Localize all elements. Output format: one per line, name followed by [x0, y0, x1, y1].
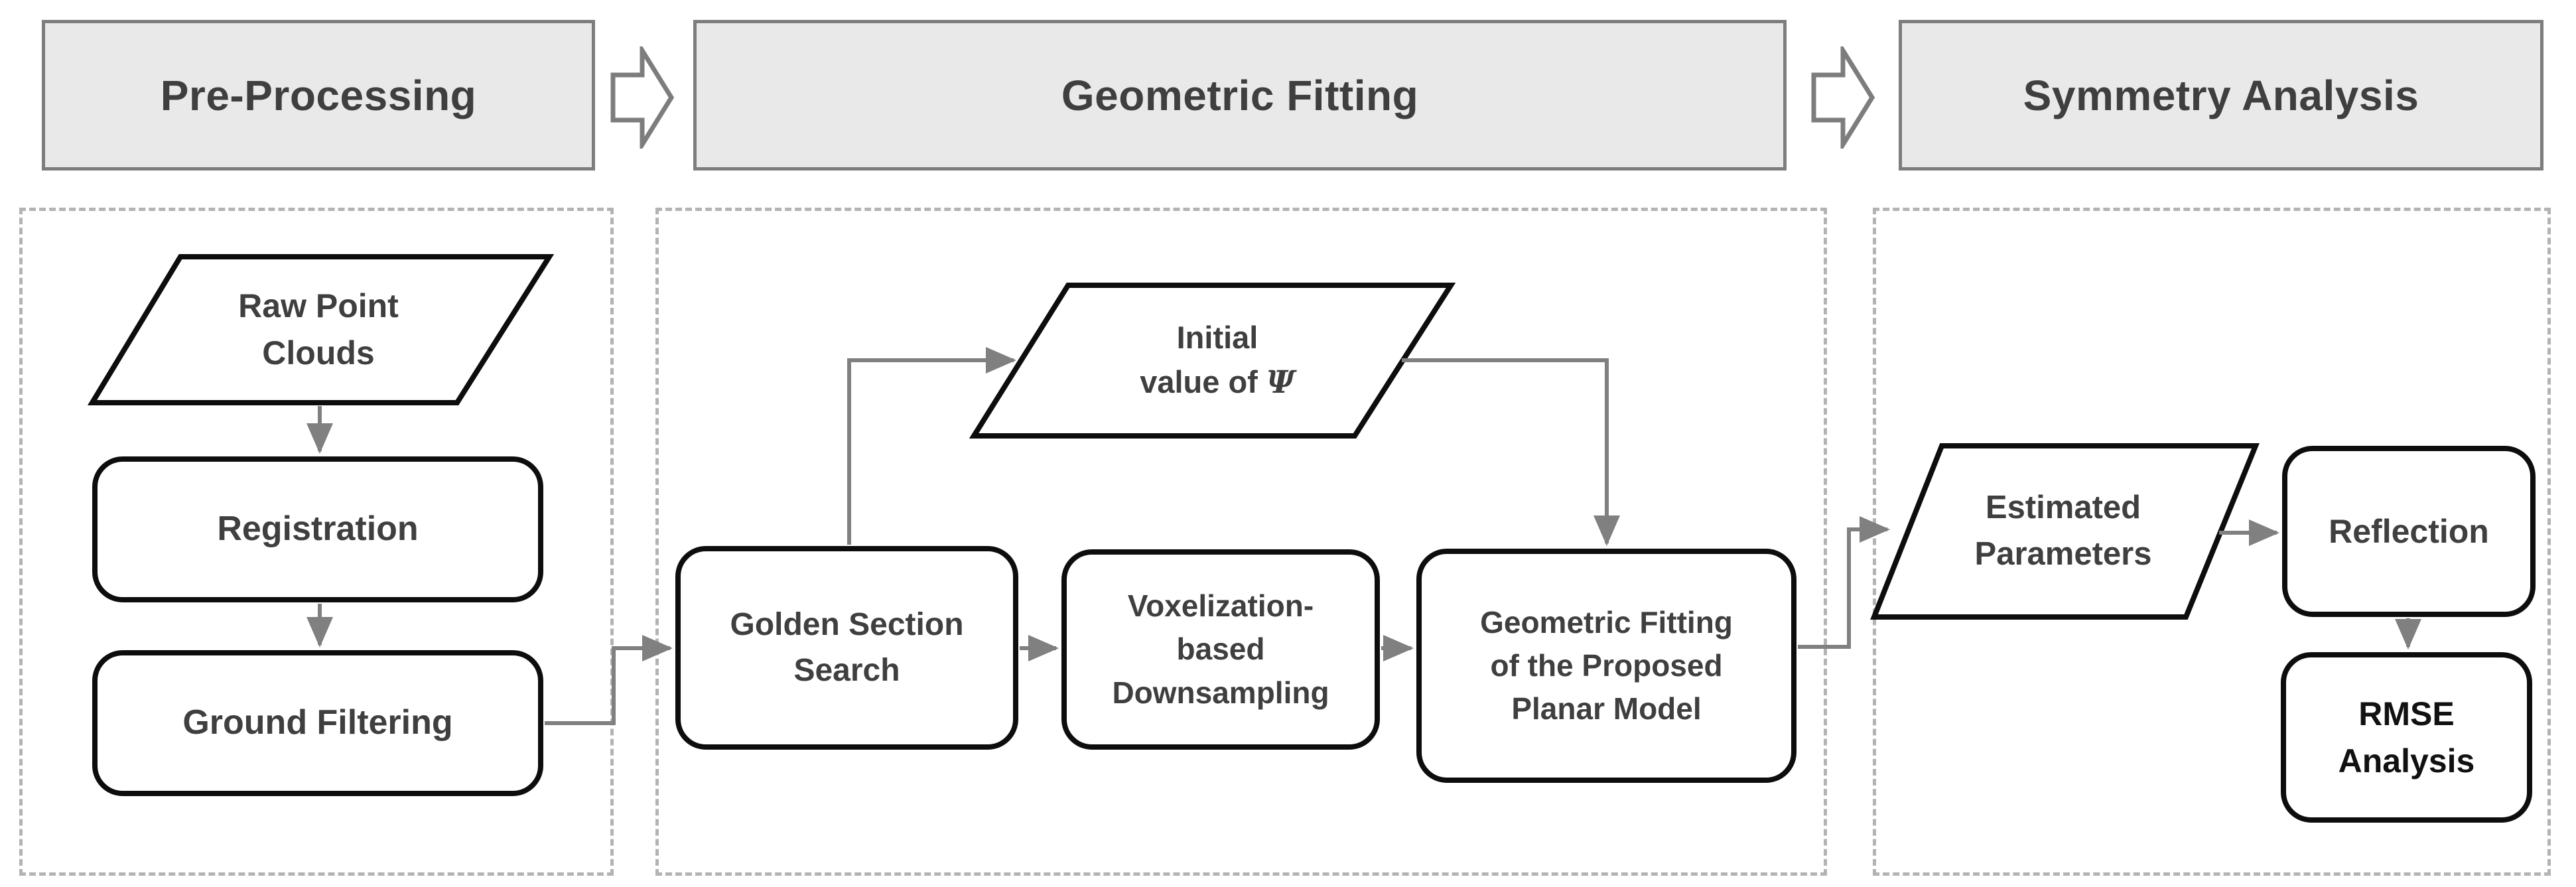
- arrow-geometric-fitting-to-estimated-parameters: [1798, 516, 1890, 649]
- node-initial-value-psi: Initial value of Ψ: [1042, 297, 1393, 423]
- node-raw-point-clouds-line: Clouds: [262, 334, 375, 372]
- node-initial-value-line: Initial: [1176, 319, 1258, 355]
- node-estimated-parameters-line: Parameters: [1974, 536, 2152, 572]
- arrow-initial-value-to-geometric-fitting: [1402, 358, 1620, 546]
- node-vox-line: Downsampling: [1112, 675, 1329, 710]
- header-symmetry-analysis: Symmetry Analysis: [1899, 20, 2543, 171]
- node-geo-line: Planar Model: [1511, 691, 1702, 726]
- node-gss-line: Golden Section: [730, 607, 964, 643]
- node-geo-line: Geometric Fitting: [1480, 604, 1733, 640]
- node-geometric-fitting-model: Geometric Fitting of the Proposed Planar…: [1416, 549, 1796, 783]
- node-gss-line: Search: [793, 652, 900, 688]
- node-raw-point-clouds-line: Raw Point: [238, 287, 399, 324]
- node-voxelization-downsampling: Voxelization- based Downsampling: [1061, 549, 1380, 750]
- arrow-gss-to-initial-value: [847, 347, 1016, 545]
- node-estimated-parameters: Estimated Parameters: [1911, 458, 2216, 604]
- header-pre-processing-label: Pre-Processing: [160, 71, 477, 119]
- header-symmetry-analysis-label: Symmetry Analysis: [2023, 71, 2419, 119]
- node-raw-point-clouds-shape: [87, 254, 555, 405]
- block-arrow-icon: [1811, 46, 1875, 149]
- panel-pre-processing: [19, 208, 614, 876]
- node-rmse-line: RMSE: [2358, 695, 2455, 732]
- node-ground-filtering: Ground Filtering: [92, 650, 543, 796]
- header-pre-processing: Pre-Processing: [42, 20, 595, 171]
- node-ground-filtering-label: Ground Filtering: [182, 703, 453, 742]
- node-initial-value-psi-shape: [969, 283, 1456, 439]
- node-vox-line: Voxelization-: [1127, 588, 1314, 624]
- node-vox-line: based: [1176, 632, 1265, 667]
- node-rmse-analysis: RMSE Analysis: [2281, 652, 2532, 823]
- block-arrow-icon: [610, 46, 674, 149]
- header-geometric-fitting: Geometric Fitting: [693, 20, 1787, 171]
- node-estimated-parameters-shape: [1870, 443, 2260, 620]
- node-geo-line: of the Proposed: [1490, 648, 1723, 683]
- node-rmse-line: Analysis: [2338, 742, 2475, 780]
- arrow-ground-filtering-to-golden-section-search: [545, 635, 673, 725]
- node-raw-point-clouds: Raw Point Clouds: [133, 263, 504, 396]
- node-initial-value-line: value of Ψ: [1140, 360, 1295, 405]
- node-registration: Registration: [92, 456, 543, 602]
- header-geometric-fitting-label: Geometric Fitting: [1061, 71, 1419, 119]
- node-reflection-label: Reflection: [2329, 512, 2489, 550]
- initial-value-prefix: value of: [1140, 364, 1266, 399]
- node-registration-label: Registration: [217, 510, 419, 549]
- node-golden-section-search: Golden Section Search: [675, 546, 1018, 750]
- node-estimated-parameters-line: Estimated: [1985, 490, 2141, 526]
- panel-geometric-fitting: [655, 208, 1827, 876]
- node-reflection: Reflection: [2282, 446, 2536, 617]
- psi-symbol: Ψ: [1266, 364, 1295, 401]
